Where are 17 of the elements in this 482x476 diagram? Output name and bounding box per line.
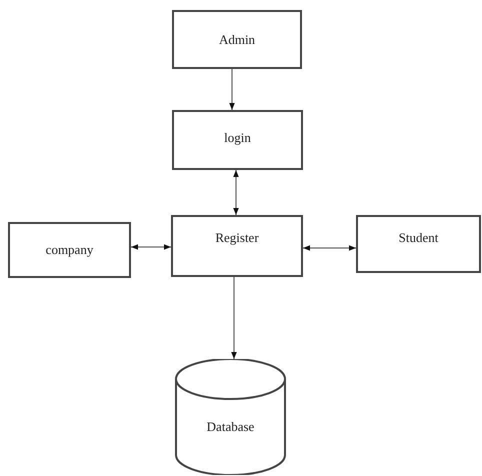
process-box (172, 10, 302, 69)
node-label: Admin (218, 32, 256, 49)
node-label: Database (206, 419, 254, 436)
process-box (171, 215, 303, 277)
arrow (233, 170, 239, 216)
arrow (302, 245, 356, 251)
node-label: company (46, 242, 94, 259)
process-box (356, 215, 481, 273)
process-box (172, 110, 303, 170)
node-label: Register (215, 230, 259, 247)
arrow (229, 68, 235, 110)
node-label: Student (398, 230, 438, 247)
database-cylinder (175, 359, 286, 475)
arrow (130, 244, 172, 250)
arrow (231, 276, 237, 360)
node-label: login (224, 130, 251, 147)
process-box (8, 222, 131, 278)
